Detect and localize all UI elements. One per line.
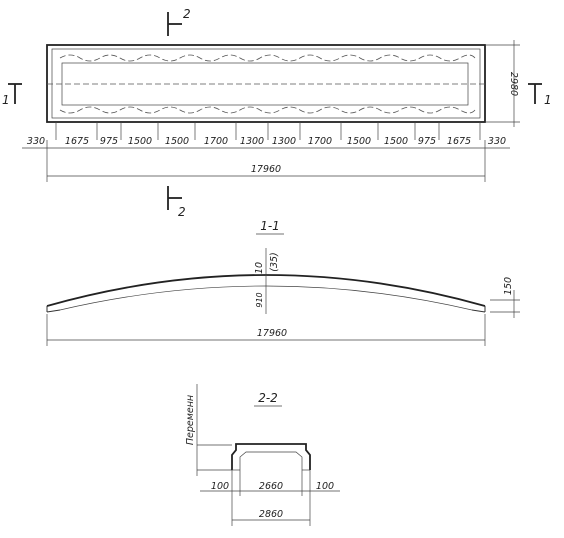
section-2-2-title: 2-2	[258, 391, 278, 405]
plan-top-rib-line	[59, 54, 476, 62]
segment-label: 1500	[128, 136, 152, 147]
plan-width-dim: 2980	[508, 72, 519, 96]
left-end-bottom	[46, 309, 61, 313]
plan-length-dim: 17960	[251, 164, 281, 175]
end-height-dim: 150	[503, 277, 514, 295]
overall-width-dim: 2860	[259, 509, 283, 520]
segment-label: 330	[27, 136, 45, 147]
inner-width-dim: 2660	[259, 481, 283, 492]
segment-labels: 330 1675 975 1500 1500 1700 1300 1300 17…	[27, 136, 506, 147]
ridge-rise-dim: 10	[254, 262, 265, 274]
section-1-1-title: 1-1	[260, 219, 280, 233]
plan-rib-ticks	[55, 122, 481, 140]
ridge-rise-paren-dim: (35)	[269, 252, 280, 272]
section-2-2: 2-2 Переменн 100 2660 100 2860	[185, 384, 340, 526]
plan-inner-rim	[51, 48, 481, 119]
segment-label: 1675	[65, 136, 89, 147]
svg-text:2: 2	[178, 205, 186, 219]
section-marker-2-bottom: 2	[167, 186, 186, 219]
segment-label: 1675	[447, 136, 471, 147]
cross-section-rib-inner	[239, 451, 303, 470]
segment-label: 1700	[204, 136, 228, 147]
segment-label: 330	[488, 136, 506, 147]
cross-section-outline	[231, 443, 311, 470]
plan-bottom-rib-line	[59, 106, 476, 114]
right-end-bottom	[471, 309, 486, 313]
mid-height-dim: 910	[255, 292, 264, 307]
svg-text:1: 1	[2, 93, 10, 107]
segment-label: 1500	[347, 136, 371, 147]
rib-right-dim: 100	[316, 481, 334, 492]
segment-label: 1300	[240, 136, 264, 147]
segment-label: 1300	[272, 136, 296, 147]
segment-label: 1700	[308, 136, 332, 147]
segment-label: 975	[100, 136, 118, 147]
section-marker-1-right: 1	[528, 83, 552, 107]
section-1-1: 1-1 10 (35) 910 150 17960	[46, 219, 520, 346]
svg-text:1: 1	[544, 93, 552, 107]
segment-label: 1500	[384, 136, 408, 147]
section-marker-2-top: 2	[167, 7, 191, 36]
plan-outline	[46, 44, 486, 123]
variable-height-label: Переменн	[185, 395, 196, 445]
section-marker-1-left: 1	[2, 83, 22, 107]
rib-left-dim: 100	[211, 481, 229, 492]
segment-label: 1500	[165, 136, 189, 147]
section-length-dim: 17960	[257, 328, 287, 339]
svg-text:2: 2	[183, 7, 191, 21]
segment-label: 975	[418, 136, 436, 147]
plan-view: 17960 2980 330 1675 975 1500 1500 1700 1…	[2, 7, 552, 219]
